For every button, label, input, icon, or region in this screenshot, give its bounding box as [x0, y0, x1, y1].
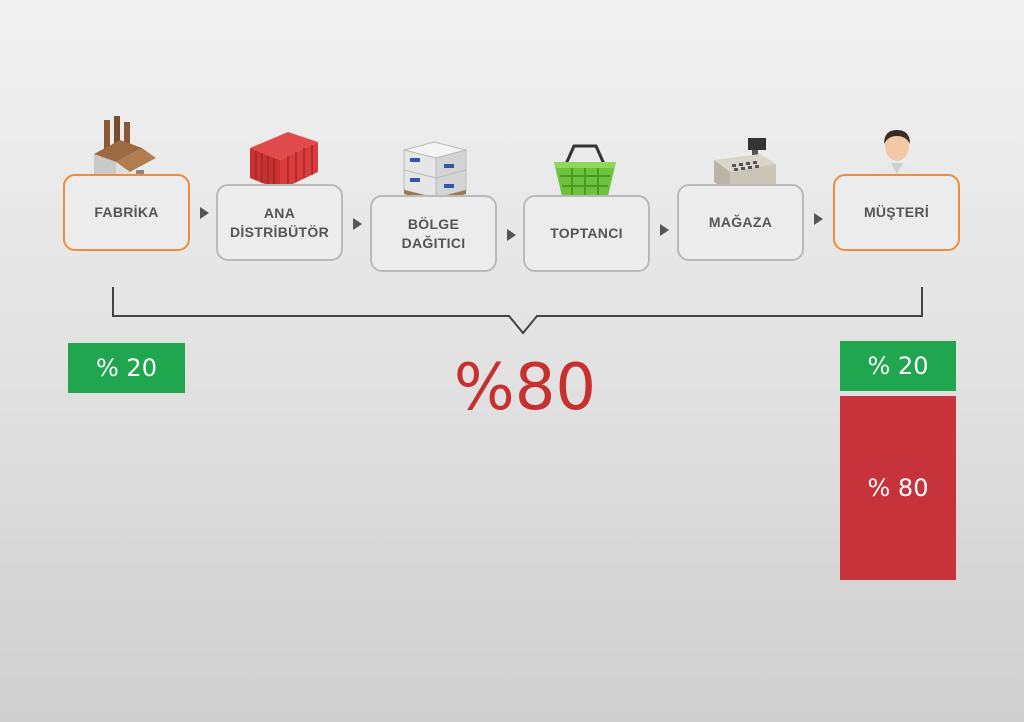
- pallet-boxes-icon: [400, 140, 470, 209]
- right-share-badge-bottom: % 80: [840, 396, 956, 580]
- right-share-badge-top: % 20: [840, 341, 956, 391]
- arrow-icon: [200, 207, 209, 219]
- step-label: MÜŞTERİ: [863, 204, 930, 221]
- middle-percent: %80: [453, 351, 597, 425]
- basket-icon: [552, 142, 618, 203]
- step-toptanci: TOPTANCI: [523, 195, 650, 272]
- arrow-icon: [507, 229, 516, 241]
- step-label: TOPTANCI: [550, 225, 623, 242]
- arrow-icon: [660, 224, 669, 236]
- step-fabrika: FABRİKA: [63, 174, 190, 251]
- arrow-icon: [353, 218, 362, 230]
- arrow-icon: [814, 213, 823, 225]
- step-label: MAĞAZA: [708, 214, 773, 231]
- step-label: BÖLGE DAĞITICI: [401, 216, 466, 251]
- step-label: FABRİKA: [94, 204, 159, 221]
- step-musteri: MÜŞTERİ: [833, 174, 960, 251]
- step-bolge-dagitici: BÖLGE DAĞITICI: [370, 195, 497, 272]
- step-label: ANA DİSTRİBÜTÖR: [230, 205, 329, 240]
- container-icon: [248, 130, 320, 197]
- step-magaza: MAĞAZA: [677, 184, 804, 261]
- left-share-badge: % 20: [68, 343, 185, 393]
- step-ana-distributor: ANA DİSTRİBÜTÖR: [216, 184, 343, 261]
